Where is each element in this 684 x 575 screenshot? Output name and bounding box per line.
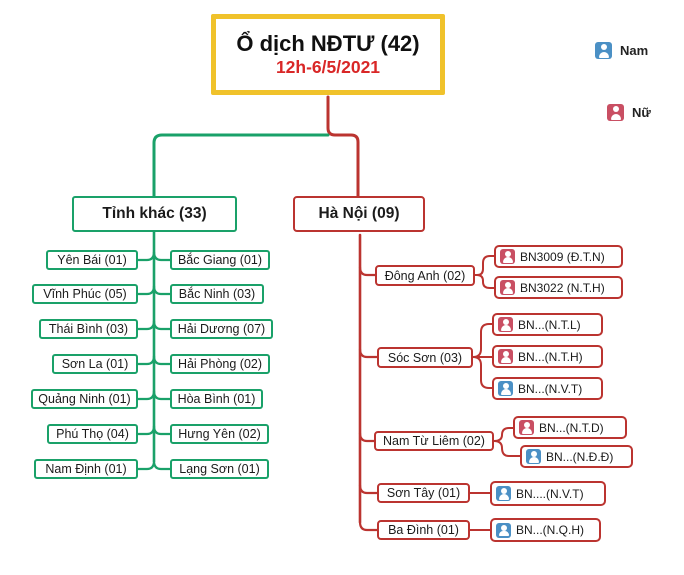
province-node: Vĩnh Phúc (05) [32,284,138,304]
male-icon [496,486,511,501]
province-node: Bắc Ninh (03) [170,284,264,304]
root-branch-lines [152,95,360,198]
legend-female-label: Nữ [632,105,651,120]
diagram-title: Ổ dịch NĐTƯ (42) [236,30,420,56]
group-node-hanoi: Hà Nội (09) [293,196,425,232]
patient-node: BN...(N.T.L) [492,313,603,336]
district-node: Ba Đình (01) [377,520,470,540]
district-node: Đông Anh (02) [375,265,475,286]
patient-label: BN....(N.V.T) [516,486,584,501]
province-node: Hưng Yên (02) [170,424,269,444]
province-node: Hòa Bình (01) [170,389,263,409]
patient-label: BN...(N.T.H) [518,349,583,364]
province-node: Yên Bái (01) [46,250,138,270]
male-icon [526,449,541,464]
root-node: Ổ dịch NĐTƯ (42) 12h-6/5/2021 [211,14,445,95]
patient-node: BN...(N.T.H) [492,345,603,368]
legend-female: Nữ [607,104,651,121]
province-branch-lines [136,230,172,471]
patient-node: BN....(N.V.T) [490,481,606,506]
patient-label: BN...(N.T.D) [539,420,604,435]
female-icon [500,249,515,264]
patient-label: BN3022 (N.T.H) [520,280,605,295]
legend-male: Nam [595,42,648,59]
patient-label: BN3009 (Đ.T.N) [520,249,605,264]
province-node: Sơn La (01) [52,354,138,374]
district-node: Sóc Sơn (03) [377,347,473,368]
patient-label: BN...(N.T.L) [518,317,581,332]
province-node: Lạng Sơn (01) [170,459,269,479]
province-node: Quảng Ninh (01) [31,389,138,409]
female-icon [519,420,534,435]
province-node: Nam Định (01) [34,459,138,479]
female-icon [607,104,624,121]
province-node: Hải Phòng (02) [170,354,270,374]
patient-node: BN...(N.V.T) [492,377,603,400]
district-branch-lines [358,233,379,532]
male-icon [595,42,612,59]
legend-male-label: Nam [620,43,649,58]
group-node-other-provinces: Tỉnh khác (33) [72,196,237,232]
province-node: Hải Dương (07) [170,319,273,339]
patient-node: BN...(N.Q.H) [490,518,601,542]
province-node: Thái Bình (03) [39,319,138,339]
patient-node: BN3022 (N.T.H) [494,276,623,299]
female-icon [498,317,513,332]
patient-label: BN...(N.Đ.Đ) [546,449,614,464]
patient-branch-lines [469,255,521,531]
female-icon [500,280,515,295]
patient-label: BN...(N.V.T) [518,381,583,396]
district-node: Sơn Tây (01) [377,483,470,503]
patient-node: BN...(N.T.D) [513,416,627,439]
patient-node: BN3009 (Đ.T.N) [494,245,623,268]
province-node: Bắc Giang (01) [170,250,270,270]
patient-node: BN...(N.Đ.Đ) [520,445,633,468]
province-node: Phú Thọ (04) [47,424,138,444]
patient-label: BN...(N.Q.H) [516,523,584,537]
district-node: Nam Từ Liêm (02) [374,431,494,451]
female-icon [498,349,513,364]
male-icon [496,522,511,538]
diagram-subtitle: 12h-6/5/2021 [275,57,381,78]
male-icon [498,381,513,396]
